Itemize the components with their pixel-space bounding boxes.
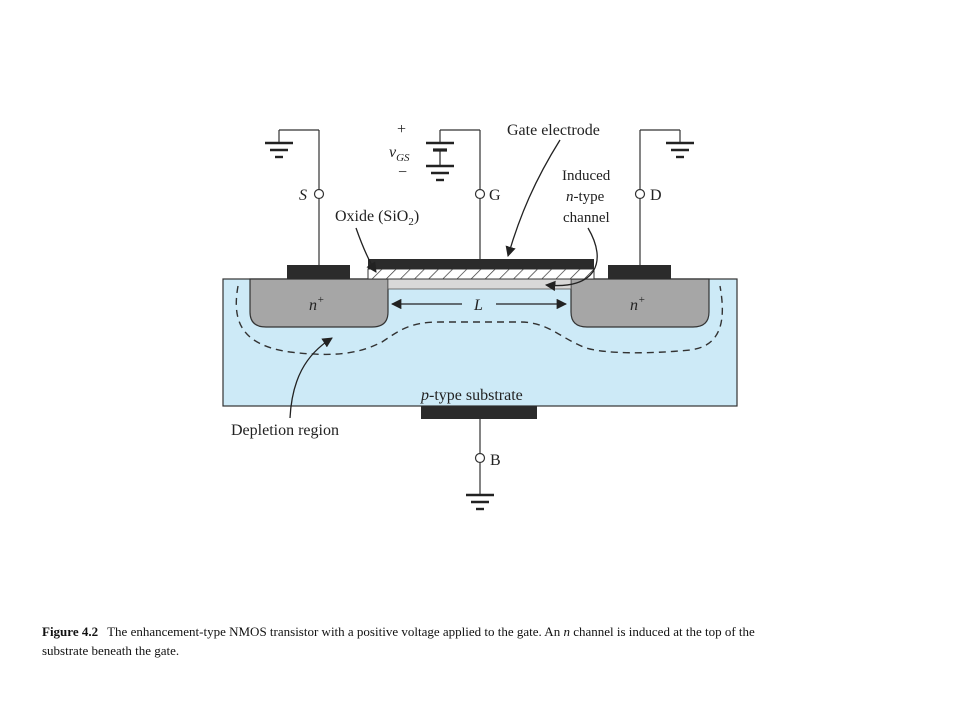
channel-length-label: L bbox=[473, 297, 483, 314]
induced-channel-label-line3: channel bbox=[563, 210, 610, 226]
source-label: S bbox=[299, 187, 307, 204]
oxide-label: Oxide (SiO2) bbox=[335, 208, 419, 228]
depletion-region-label: Depletion region bbox=[231, 422, 339, 439]
n-plus-drain-label: n+ bbox=[630, 294, 645, 314]
induced-channel-arrow bbox=[544, 227, 598, 292]
gate-electrode-label: Gate electrode bbox=[507, 122, 600, 139]
induced-channel-label-line1: Induced bbox=[562, 168, 611, 184]
source-contact bbox=[287, 265, 350, 279]
vgs-label: vGS bbox=[389, 144, 410, 164]
caption-text-before: The enhancement-type NMOS transistor wit… bbox=[107, 624, 561, 639]
n-plus-source-label: n+ bbox=[309, 294, 324, 314]
depletion-boundary bbox=[235, 285, 723, 356]
gate-metal bbox=[368, 259, 594, 269]
figure-number: Figure 4.2 bbox=[42, 624, 99, 639]
depletion-arrow bbox=[289, 337, 333, 419]
n-plus-drain-region bbox=[570, 278, 710, 328]
vgs-plus: + bbox=[397, 121, 406, 138]
ground-icon-drain bbox=[666, 141, 694, 159]
induced-channel bbox=[387, 278, 572, 290]
oxide-arrow bbox=[355, 227, 377, 273]
source-terminal bbox=[313, 188, 325, 200]
gate-label: G bbox=[489, 187, 501, 204]
wires bbox=[278, 129, 681, 494]
body-contact bbox=[421, 406, 537, 419]
body-terminal bbox=[474, 452, 486, 464]
ground-icon-source bbox=[265, 141, 293, 159]
gate-electrode-arrow bbox=[505, 139, 561, 257]
drain-contact bbox=[608, 265, 671, 279]
ground-icon-body bbox=[466, 493, 494, 511]
caption-text-italic: n bbox=[563, 624, 570, 639]
body-label: B bbox=[490, 452, 501, 469]
drain-label: D bbox=[650, 187, 662, 204]
battery-icon bbox=[426, 141, 454, 182]
drain-terminal bbox=[634, 188, 646, 200]
n-plus-source-region bbox=[249, 278, 389, 328]
substrate-label: p-type substrate bbox=[420, 387, 523, 404]
gate-oxide bbox=[367, 268, 595, 280]
figure-caption: Figure 4.2 The enhancement-type NMOS tra… bbox=[42, 622, 782, 660]
caption-text-after: channel is induced at the top of the sub… bbox=[42, 624, 755, 658]
induced-channel-label-line2: n-type bbox=[566, 189, 605, 205]
gate-terminal bbox=[474, 188, 486, 200]
vgs-minus: − bbox=[398, 164, 407, 181]
